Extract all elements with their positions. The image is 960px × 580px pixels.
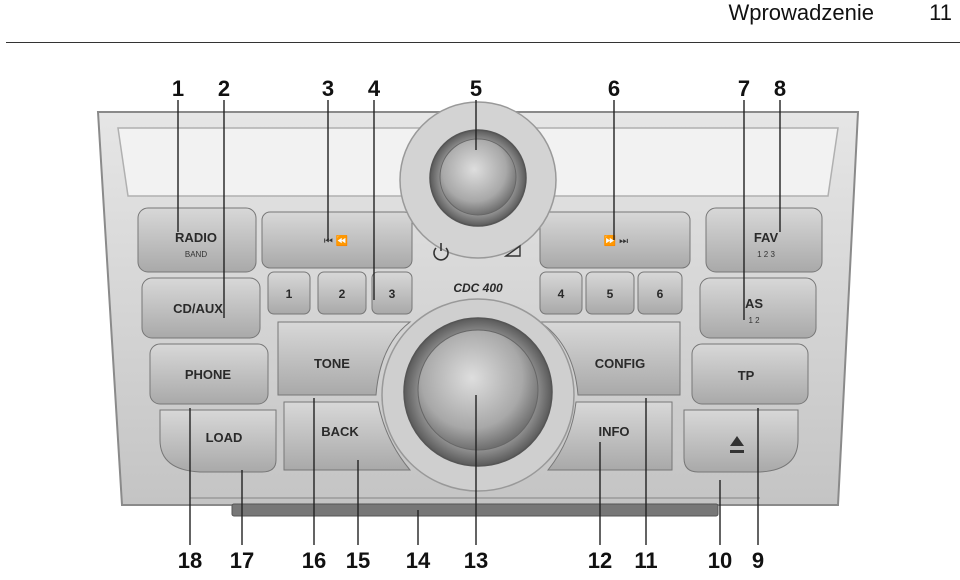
callout-12: 12: [588, 548, 612, 573]
load-label: LOAD: [206, 430, 243, 445]
callout-lines-bottom: [189, 395, 759, 545]
callout-16: 16: [302, 548, 326, 573]
back-button[interactable]: [283, 401, 412, 471]
seek-back-icon: ⏮ ⏪: [324, 234, 348, 247]
menu-knob[interactable]: [417, 329, 539, 451]
callout-17: 17: [230, 548, 254, 573]
callout-2: 2: [218, 76, 230, 101]
section-title: Wprowadzenie: [728, 0, 874, 25]
preset-1-label: 1: [286, 287, 293, 301]
radio-button[interactable]: [137, 207, 257, 273]
seek-forward-icon: ⏩ ⏭: [604, 234, 628, 247]
page-header: Wprowadzenie 11: [0, 0, 960, 44]
preset-6-label: 6: [657, 287, 664, 301]
radio-sub-label: BAND: [185, 250, 207, 259]
callout-8: 8: [774, 76, 786, 101]
preset-6-button[interactable]: [637, 271, 683, 315]
back-label: BACK: [321, 424, 359, 439]
callout-11: 11: [634, 548, 657, 573]
preset-1-button[interactable]: [267, 271, 311, 315]
cd-aux-button[interactable]: [141, 277, 261, 339]
cd-slot: [231, 503, 719, 517]
preset-4-button[interactable]: [539, 271, 583, 315]
radio-label: RADIO: [175, 230, 217, 245]
power-icon: [433, 243, 449, 261]
preset-2-button[interactable]: [317, 271, 367, 315]
model-label: CDC 400: [453, 281, 503, 295]
callout-10: 10: [708, 548, 732, 573]
callouts-top: 1 2 3 4 5 6 7 8: [172, 76, 786, 101]
callout-6: 6: [608, 76, 620, 101]
callout-1: 1: [172, 76, 184, 101]
page-number: 11: [929, 0, 952, 25]
preset-2-label: 2: [339, 287, 346, 301]
callout-18: 18: [178, 548, 202, 573]
preset-5-button[interactable]: [585, 271, 635, 315]
tone-button[interactable]: [277, 321, 412, 396]
eject-icon: [730, 436, 744, 453]
callout-3: 3: [322, 76, 334, 101]
info-label: INFO: [598, 424, 629, 439]
callouts-bottom: 18 17 16 15 14 13 12 11 10 9: [178, 548, 764, 573]
config-label: CONFIG: [595, 356, 646, 371]
preset-4-label: 4: [558, 287, 565, 301]
cd-aux-label: CD/AUX: [173, 301, 223, 316]
volume-knob[interactable]: [439, 138, 517, 216]
callout-5: 5: [470, 76, 482, 101]
as-label: AS: [745, 296, 763, 311]
load-button[interactable]: [159, 409, 277, 473]
preset-3-label: 3: [389, 287, 396, 301]
fav-button[interactable]: [705, 207, 823, 273]
callout-14: 14: [406, 548, 431, 573]
tp-button[interactable]: [691, 343, 809, 405]
tone-label: TONE: [314, 356, 350, 371]
preset-3-button[interactable]: [371, 271, 413, 315]
callout-13: 13: [464, 548, 488, 573]
as-button[interactable]: [699, 277, 817, 339]
callout-lines-top: [177, 100, 781, 320]
info-button[interactable]: [546, 401, 673, 471]
callout-15: 15: [346, 548, 370, 573]
phone-label: PHONE: [185, 367, 232, 382]
config-button[interactable]: [538, 321, 681, 396]
tp-label: TP: [738, 368, 755, 383]
callout-7: 7: [738, 76, 750, 101]
callout-4: 4: [368, 76, 381, 101]
header-rule: [6, 42, 960, 43]
fav-sub-label: 1 2 3: [757, 250, 775, 259]
fav-label: FAV: [754, 230, 779, 245]
as-sub-label: 1 2: [748, 316, 760, 325]
callout-9: 9: [752, 548, 764, 573]
preset-5-label: 5: [607, 287, 614, 301]
phone-button[interactable]: [149, 343, 269, 405]
mute-icon: [503, 244, 521, 257]
seek-forward-button[interactable]: [539, 211, 691, 269]
eject-button[interactable]: [683, 409, 799, 473]
